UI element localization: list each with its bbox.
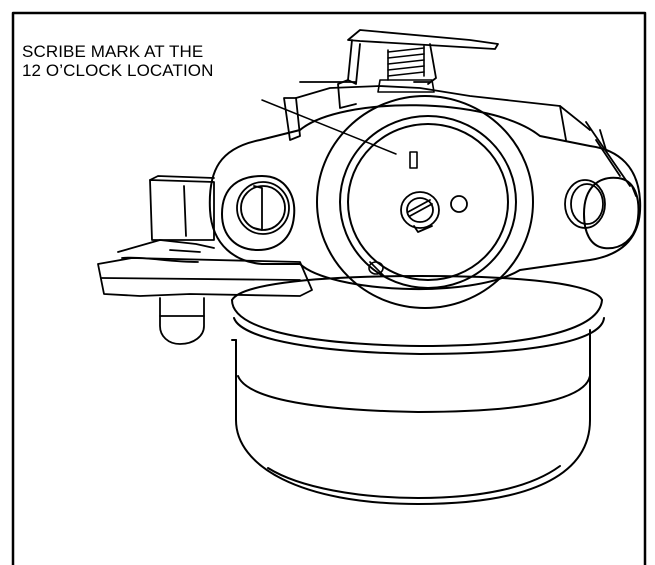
throttle-bracket [299,29,499,109]
throttle-screw [400,191,440,233]
throat-bore [316,95,534,309]
spring-coil [377,45,435,93]
callout-leader [261,99,397,155]
fuel-bowl [231,329,591,505]
bore-hole [450,195,468,213]
choke-lever [97,239,313,345]
left-side-block [149,175,215,241]
throttle-pin [368,261,385,277]
figure-border [11,11,647,565]
mounting-flange [208,104,642,291]
callout-line-1: SCRIBE MARK AT THE [22,42,204,61]
callout-label: SCRIBE MARK AT THE 12 O’CLOCK LOCATION [22,42,213,80]
left-mounting-hole [236,181,290,235]
callout-line-2: 12 O’CLOCK LOCATION [22,61,214,80]
scribe-mark [409,151,418,169]
bowl-gasket [231,275,605,355]
right-mounting-hole [564,179,606,229]
